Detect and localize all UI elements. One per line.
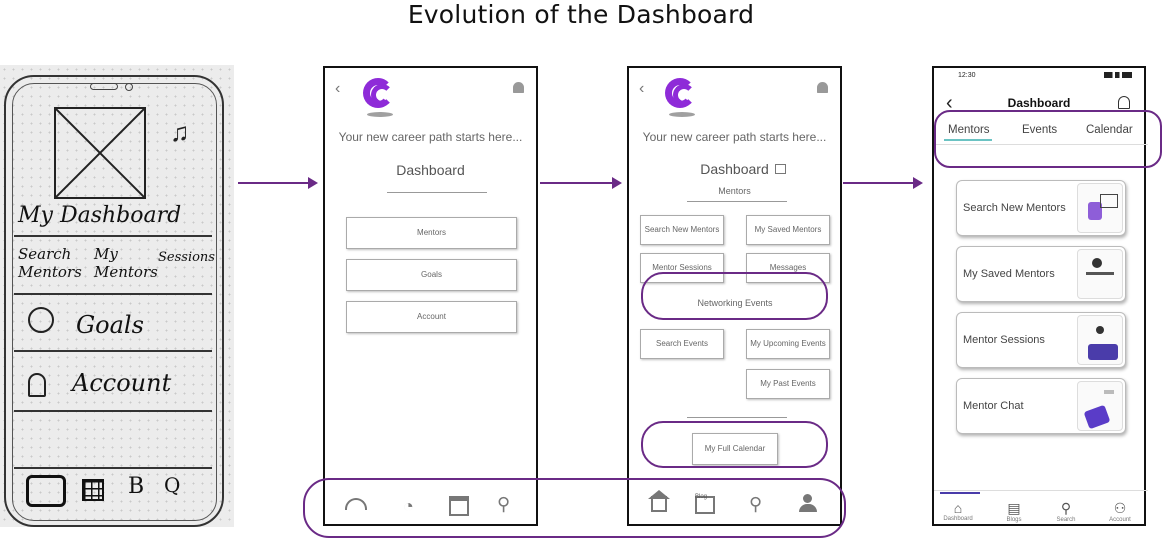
nav-blogs[interactable]: ▤Blogs	[994, 500, 1034, 523]
mentor-illustration	[1077, 183, 1123, 233]
wireframe-v2: ‹ Your new career path starts here... Da…	[627, 66, 842, 526]
gauge-icon[interactable]	[345, 498, 367, 510]
card-search-new-mentors[interactable]: Search New Mentors	[956, 180, 1126, 236]
section-mentors: Mentors	[718, 186, 751, 196]
back-icon[interactable]: ‹	[335, 80, 341, 97]
bell-icon[interactable]	[513, 82, 524, 93]
user-icon: ⚇	[1113, 500, 1127, 516]
page-title: Dashboard	[700, 161, 769, 177]
status-icons	[1104, 72, 1132, 78]
document-icon: ▤	[1007, 500, 1021, 516]
sessions-illustration	[1077, 315, 1123, 365]
mentor-sessions-button[interactable]: Mentor Sessions	[640, 253, 724, 283]
search-new-mentors-button[interactable]: Search New Mentors	[640, 215, 724, 245]
tagline: Your new career path starts here...	[642, 130, 827, 144]
bell-icon[interactable]	[1118, 96, 1130, 109]
sketch-account: Account	[72, 369, 172, 397]
networking-events-button[interactable]: Networking Events	[655, 288, 815, 318]
gauge-icon	[26, 475, 66, 507]
my-saved-mentors-button[interactable]: My Saved Mentors	[746, 215, 830, 245]
arrow-1	[238, 177, 318, 189]
search-icon[interactable]: ⚲	[497, 494, 511, 514]
bell-icon[interactable]	[817, 82, 828, 93]
image-placeholder	[54, 107, 146, 199]
tab-events[interactable]: Events	[1022, 124, 1058, 136]
goals-button[interactable]: Goals	[346, 259, 517, 291]
mentors-button[interactable]: Mentors	[346, 217, 517, 249]
card-my-saved-mentors[interactable]: My Saved Mentors	[956, 246, 1126, 302]
nav-search[interactable]: ⚲Search	[1046, 500, 1086, 523]
back-icon[interactable]: ‹	[639, 80, 645, 97]
search-events-button[interactable]: Search Events	[640, 329, 724, 359]
camera	[125, 83, 133, 91]
back-icon[interactable]: ‹	[946, 92, 953, 114]
calendar-icon[interactable]	[449, 496, 469, 516]
search-icon: Q	[164, 473, 181, 497]
home-icon	[775, 164, 786, 174]
blog-icon[interactable]	[695, 496, 715, 514]
messages-button[interactable]: Messages	[746, 253, 830, 283]
home-icon: ⌂	[953, 500, 963, 516]
sketch-sessions: Sessions	[158, 250, 215, 265]
search-icon[interactable]: ⚲	[749, 494, 763, 514]
blog-icon: B	[128, 474, 145, 499]
target-icon	[28, 307, 54, 333]
page-title: Dashboard	[1007, 96, 1071, 110]
blog-badge: Blog	[695, 494, 708, 500]
tagline: Your new career path starts here...	[338, 130, 523, 144]
arrow-3	[843, 177, 923, 189]
arrow-2	[540, 177, 622, 189]
page-title: Dashboard	[396, 162, 465, 178]
final-design: 12:30 ‹ Dashboard Mentors Events Calenda…	[932, 66, 1148, 526]
nav-active-indicator	[940, 492, 980, 494]
diagram-title: Evolution of the Dashboard	[407, 0, 755, 29]
card-mentor-chat[interactable]: Mentor Chat	[956, 378, 1126, 434]
user-icon[interactable]	[799, 494, 817, 514]
status-time: 12:30	[958, 72, 976, 79]
account-button[interactable]: Account	[346, 301, 517, 333]
sketch-heading: My Dashboard	[18, 203, 182, 228]
bell-icon: ♫	[170, 117, 190, 147]
grid-icon	[82, 479, 104, 501]
tab-calendar[interactable]: Calendar	[1086, 124, 1133, 136]
sketch-goals: Goals	[76, 311, 144, 339]
sketch-search-mentors: Search Mentors	[18, 245, 82, 281]
search-icon: ⚲	[1060, 500, 1072, 516]
speaker	[90, 83, 118, 90]
person-icon	[28, 373, 46, 397]
my-full-calendar-button[interactable]: My Full Calendar	[692, 433, 778, 465]
home-icon[interactable]	[651, 496, 667, 512]
sketch-my-mentors: My Mentors	[94, 245, 158, 281]
my-past-events-button[interactable]: My Past Events	[746, 369, 830, 399]
nav-account[interactable]: ⚇Account	[1100, 500, 1140, 523]
feed-icon[interactable]: ◔	[403, 496, 414, 516]
card-mentor-sessions[interactable]: Mentor Sessions	[956, 312, 1126, 368]
tab-indicator	[944, 139, 992, 141]
paper-sketch: ♫ My Dashboard Search Mentors My Mentors…	[0, 65, 234, 527]
wireframe-v1: ‹ Your new career path starts here... Da…	[323, 66, 538, 526]
chat-illustration	[1077, 381, 1123, 431]
my-upcoming-events-button[interactable]: My Upcoming Events	[746, 329, 830, 359]
tab-mentors[interactable]: Mentors	[948, 124, 990, 136]
nav-dashboard[interactable]: ⌂Dashboard	[938, 500, 978, 522]
saved-illustration	[1077, 249, 1123, 299]
